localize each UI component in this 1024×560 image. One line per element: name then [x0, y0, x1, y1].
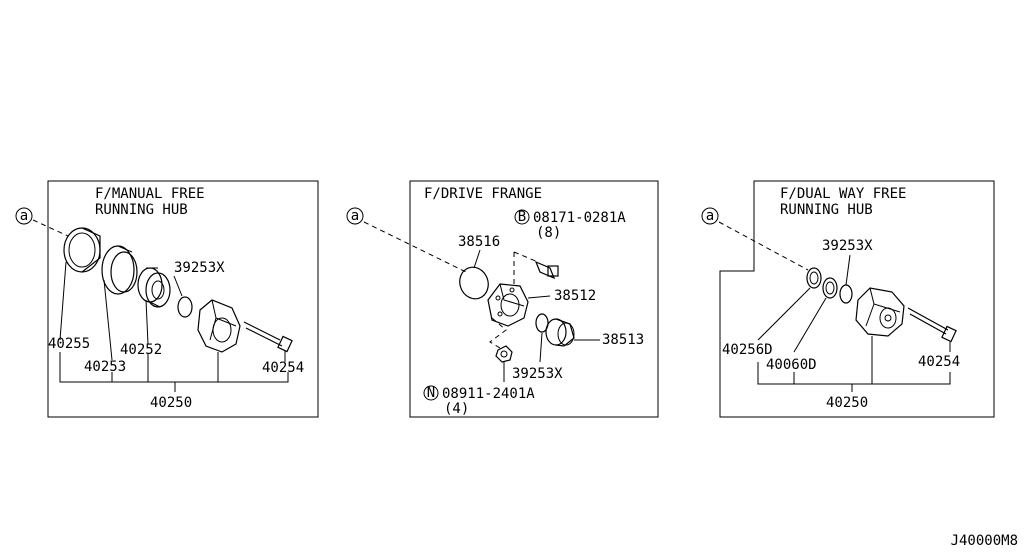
part-40254-bolt	[243, 321, 293, 353]
reference-dashed-leader	[32, 219, 69, 237]
figure-code: J40000M8	[951, 533, 1018, 549]
panel-manual-title-line2: RUNNING HUB	[95, 202, 188, 218]
part-38513-cap	[545, 318, 575, 347]
panel-flange-border	[409, 180, 659, 418]
panel-manual-title-line1: F/MANUAL FREE	[95, 186, 205, 202]
label-nut-qty: (4)	[444, 401, 469, 417]
label-08171-0281a: 08171-0281A	[533, 210, 626, 226]
part-08171-bolt	[534, 260, 559, 280]
label-08911-2401a: 08911-2401A	[442, 386, 535, 402]
reference-circle-flange: a	[346, 207, 364, 225]
panel-dual-way-free-running-hub: F/DUAL WAY FREE RUNNING HUB a	[701, 180, 995, 418]
label-40255: 40255	[48, 336, 90, 352]
reference-symbol: a	[20, 208, 28, 224]
reference-symbol: a	[351, 208, 359, 224]
part-08911-nut	[495, 345, 513, 363]
reference-dashed-leader	[363, 221, 467, 273]
panel-manual-free-running-hub: F/MANUAL FREE RUNNING HUB a	[15, 180, 319, 418]
leader-lines-dual	[757, 254, 951, 392]
reference-dashed-leader	[718, 221, 809, 271]
reference-symbol: a	[706, 208, 714, 224]
nut-callout: N 08911-2401A (4)	[423, 385, 535, 417]
part-40060d-washer	[822, 277, 838, 299]
label-40254: 40254	[262, 360, 304, 376]
label-bolt-qty: (8)	[536, 225, 561, 241]
panel-manual-border	[47, 180, 319, 418]
part-dual-hub-body	[855, 287, 905, 337]
part-39253x-snap-ring	[177, 296, 193, 318]
leader-lines-manual	[59, 261, 289, 392]
label-40250: 40250	[826, 395, 868, 411]
bolt-dashed-path	[513, 251, 539, 284]
panel-flange-title: F/DRIVE FRANGE	[424, 186, 542, 202]
panel-dual-title-line1: F/DUAL WAY FREE	[780, 186, 906, 202]
part-40252-clutch	[137, 267, 171, 308]
part-hub-body	[197, 299, 241, 353]
part-39253x-snap-ring	[839, 284, 853, 304]
nut-symbol: N	[427, 385, 435, 401]
part-40256d-washer	[806, 267, 822, 289]
label-40254: 40254	[918, 354, 960, 370]
label-39253x: 39253X	[512, 366, 563, 382]
label-38513: 38513	[602, 332, 644, 348]
label-39253x: 39253X	[174, 260, 225, 276]
label-38512: 38512	[554, 288, 596, 304]
part-40255-cap	[63, 227, 101, 273]
label-40060d: 40060D	[766, 357, 817, 373]
panel-dual-title-line2: RUNNING HUB	[780, 202, 873, 218]
bolt-callout: B 08171-0281A (8)	[514, 209, 626, 241]
part-40254-bolt	[907, 307, 957, 343]
part-40253-ring	[101, 245, 138, 295]
bolt-symbol: B	[518, 209, 526, 225]
panel-dual-border	[719, 180, 995, 418]
part-39253x-ring	[535, 313, 549, 333]
label-38516: 38516	[458, 234, 500, 250]
label-40252: 40252	[120, 342, 162, 358]
label-40250: 40250	[150, 395, 192, 411]
reference-circle-dual: a	[701, 207, 719, 225]
nut-dashed-path	[489, 317, 507, 349]
part-38512-flange	[487, 283, 529, 327]
panel-drive-flange: F/DRIVE FRANGE a	[346, 180, 659, 418]
label-40253: 40253	[84, 359, 126, 375]
reference-circle-manual: a	[15, 207, 33, 225]
part-38516-gasket	[459, 266, 489, 300]
label-39253x: 39253X	[822, 238, 873, 254]
label-40256d: 40256D	[722, 342, 773, 358]
leader-lines-flange	[473, 249, 600, 382]
